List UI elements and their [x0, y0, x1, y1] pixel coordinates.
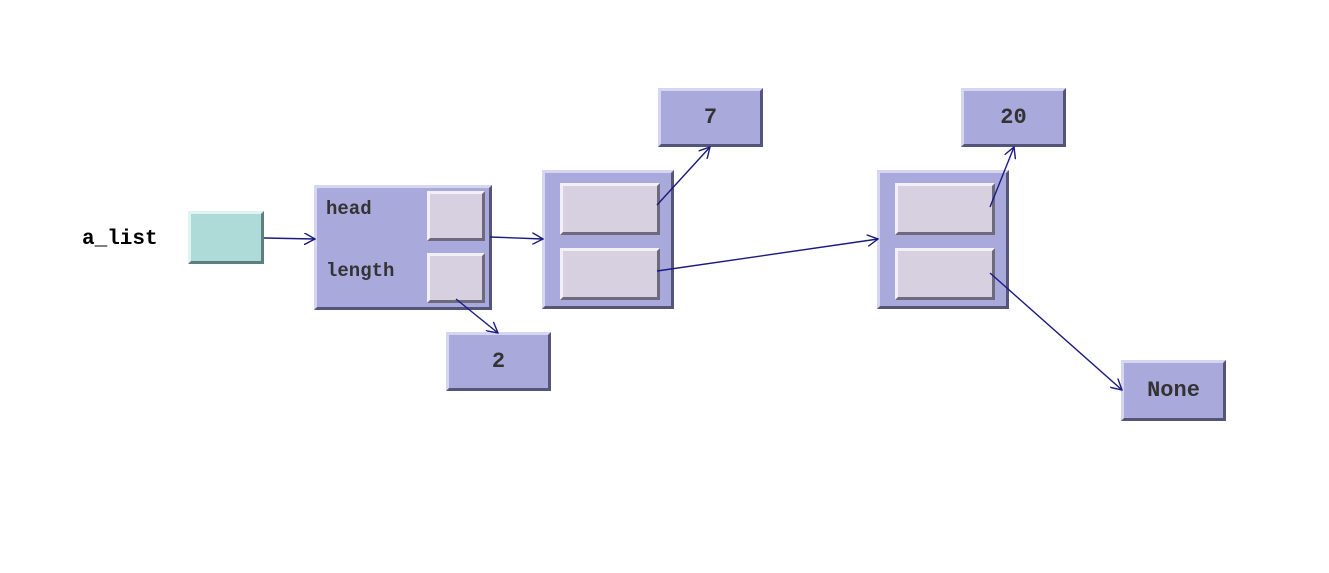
length-slot [427, 253, 485, 303]
list-object: head length [314, 185, 492, 310]
node-2-data-slot [895, 183, 995, 235]
length-value-box: 2 [446, 332, 551, 391]
arrow-node-1-next-to-node-2 [656, 239, 878, 272]
arrow-length-to-value [455, 298, 498, 333]
node-2-next-slot [895, 248, 995, 300]
node-2 [877, 170, 1009, 309]
node-2-value-box: 20 [961, 88, 1066, 147]
arrow-head-to-node-1 [489, 237, 543, 239]
length-field-label: length [326, 260, 395, 282]
arrow-variable-to-list [263, 238, 315, 239]
node-1 [542, 170, 674, 309]
node-1-next-slot [560, 248, 660, 300]
arrow-node-2-data-to-value [989, 147, 1014, 208]
node-1-value-box: 7 [658, 88, 763, 147]
variable-reference-box [188, 211, 264, 264]
variable-name: a_list [82, 228, 158, 251]
head-slot [427, 191, 485, 241]
arrow-node-1-data-to-value [656, 147, 710, 206]
none-box: None [1121, 360, 1226, 421]
node-1-data-slot [560, 183, 660, 235]
head-field-label: head [326, 198, 372, 220]
arrow-node-2-next-to-none [989, 272, 1122, 390]
